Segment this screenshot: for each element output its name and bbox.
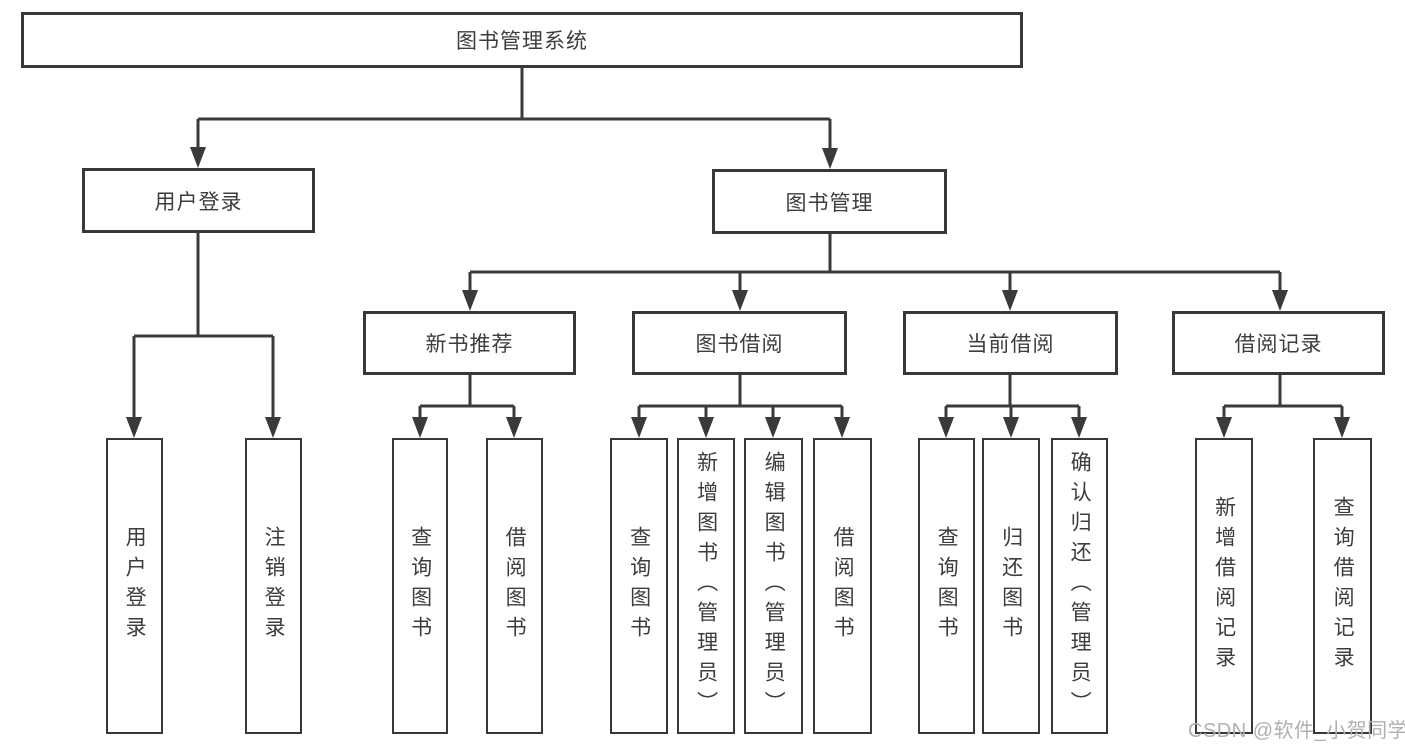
leaf-return-books: 归还图书 <box>982 438 1040 734</box>
leaf-user-login-label: 用户登录 <box>123 526 147 646</box>
node-book-management-label: 图书管理 <box>785 191 874 215</box>
leaf-query-books-current-label: 查询图书 <box>935 526 959 646</box>
leaf-confirm-return-admin-label: 确认归还（管理员） <box>1068 451 1092 721</box>
leaf-query-books-recommend-label: 查询图书 <box>408 526 432 646</box>
node-user-login-label: 用户登录 <box>154 190 243 214</box>
leaf-confirm-return-admin: 确认归还（管理员） <box>1051 438 1108 734</box>
leaf-query-books-borrowing: 查询图书 <box>610 438 668 734</box>
leaf-add-borrow-record: 新增借阅记录 <box>1195 438 1253 734</box>
leaf-edit-books-admin: 编辑图书（管理员） <box>744 438 803 734</box>
leaf-add-borrow-record-label: 新增借阅记录 <box>1212 496 1236 676</box>
leaf-return-books-label: 归还图书 <box>999 526 1023 646</box>
leaf-add-books-admin: 新增图书（管理员） <box>677 438 735 734</box>
node-book-borrowing-label: 图书借阅 <box>695 333 784 356</box>
root-node-label: 图书管理系统 <box>456 30 588 53</box>
leaf-edit-books-admin-label: 编辑图书（管理员） <box>762 451 786 721</box>
node-current-borrowing: 当前借阅 <box>903 311 1118 375</box>
csdn-watermark: CSDN @软件_小贺同学 <box>1188 720 1405 742</box>
root-node: 图书管理系统 <box>21 12 1023 68</box>
node-book-management: 图书管理 <box>712 169 947 234</box>
node-user-login: 用户登录 <box>82 168 315 233</box>
leaf-user-login: 用户登录 <box>106 438 163 734</box>
leaf-query-borrow-record-label: 查询借阅记录 <box>1331 496 1355 676</box>
leaf-borrow-books-borrowing-label: 借阅图书 <box>831 526 855 646</box>
leaf-query-books-current: 查询图书 <box>918 438 975 734</box>
node-current-borrowing-label: 当前借阅 <box>966 333 1055 356</box>
node-borrowing-records-label: 借阅记录 <box>1234 333 1323 356</box>
leaf-logout: 注销登录 <box>245 438 302 734</box>
leaf-query-books-borrowing-label: 查询图书 <box>627 526 651 646</box>
leaf-logout-label: 注销登录 <box>262 526 286 646</box>
leaf-query-borrow-record: 查询借阅记录 <box>1313 438 1372 734</box>
leaf-borrow-books-recommend: 借阅图书 <box>486 438 543 734</box>
leaf-borrow-books-borrowing: 借阅图书 <box>813 438 872 734</box>
node-new-book-recommend: 新书推荐 <box>363 311 576 375</box>
leaf-borrow-books-recommend-label: 借阅图书 <box>503 526 527 646</box>
node-borrowing-records: 借阅记录 <box>1172 311 1385 375</box>
arrowheads <box>126 147 1350 438</box>
leaf-add-books-admin-label: 新增图书（管理员） <box>694 451 718 721</box>
node-new-book-recommend-label: 新书推荐 <box>425 333 514 356</box>
node-book-borrowing: 图书借阅 <box>632 311 847 375</box>
leaf-query-books-recommend: 查询图书 <box>392 438 448 734</box>
